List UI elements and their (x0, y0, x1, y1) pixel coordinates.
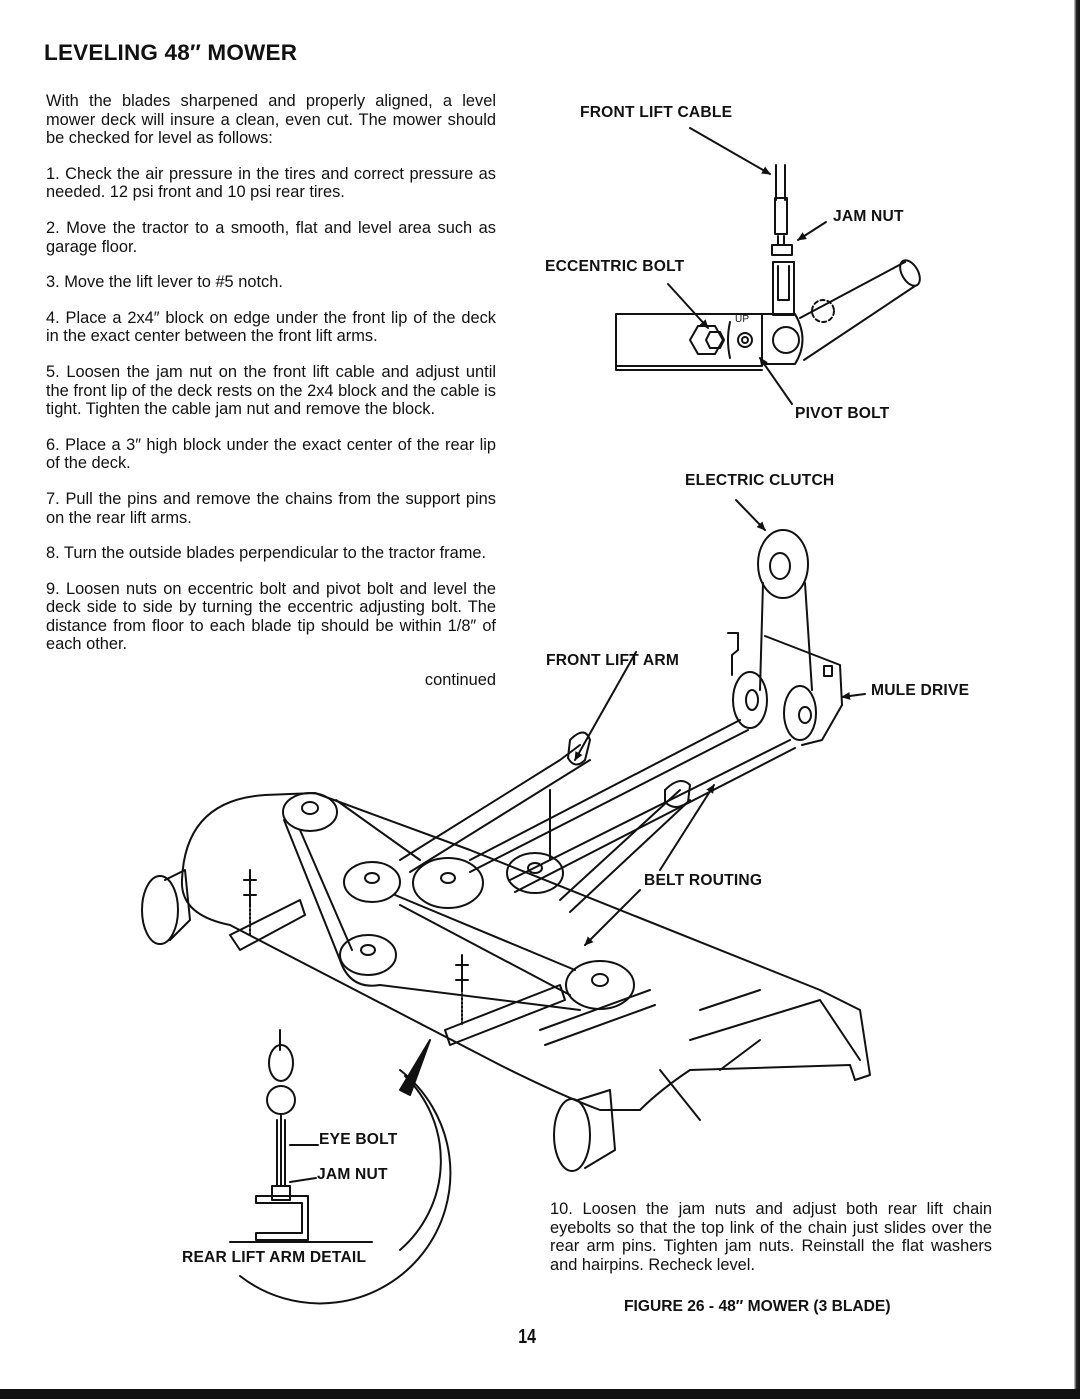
deck-pulley-center (413, 858, 483, 908)
clutch-belt (760, 583, 812, 690)
label-pivot-bolt: PIVOT BOLT (795, 405, 890, 422)
idler-pulley-lower (340, 935, 396, 975)
label-eye-bolt: EYE BOLT (319, 1131, 398, 1148)
front-lift-bracket-detail (616, 128, 924, 404)
label-eccentric-bolt: ECCENTRIC BOLT (545, 258, 685, 275)
rear-lift-arm-bracket (256, 1196, 308, 1240)
label-up-marker: UP (735, 314, 750, 325)
step-6: 6. Place a 3″ high block under the exact… (46, 435, 496, 473)
front-lift-arm-left (400, 745, 590, 872)
arrow-eccentric-bolt (668, 284, 708, 328)
pivot-bolt-head (773, 327, 799, 353)
rear-gauge-wheel (554, 1099, 590, 1171)
page-title: LEVELING 48″ MOWER (44, 40, 298, 65)
front-lift-arm-right (560, 790, 690, 912)
chain-link-eye (267, 1086, 295, 1114)
step-8: 8. Turn the outside blades perpendicular… (46, 544, 487, 563)
step-2: 2. Move the tractor to a smooth, flat an… (46, 218, 496, 256)
page-number: 14 (518, 1326, 537, 1348)
arrow-mule-drive (842, 691, 865, 700)
lift-cable (776, 165, 785, 200)
clevis-bracket (773, 262, 794, 315)
mower-belt (284, 800, 580, 1010)
chain-link-upper (269, 1045, 293, 1081)
rear-lift-arm-detail (230, 1030, 450, 1303)
detail-pointer (400, 1040, 430, 1095)
jam-nut-detail-hex (272, 1186, 290, 1200)
label-front-lift-cable: FRONT LIFT CABLE (580, 104, 733, 121)
arrow-jam-nut (798, 222, 826, 240)
idler-pulley-right (507, 853, 563, 893)
front-left-gauge-wheel (142, 876, 178, 944)
label-rear-lift-arm-detail: REAR LIFT ARM DETAIL (182, 1249, 367, 1266)
clutch-pulley (758, 530, 808, 598)
eye-bolt-shank (277, 1114, 285, 1186)
arrow-front-lift-cable (690, 128, 770, 174)
mule-drive-bracket (765, 636, 842, 745)
cable-sleeve (775, 198, 787, 234)
arrow-pivot-bolt (760, 358, 792, 404)
pivot-nut (738, 333, 752, 347)
intro-paragraph: With the blades sharpened and properly a… (46, 92, 496, 148)
label-mule-drive: MULE DRIVE (871, 682, 970, 699)
label-electric-clutch: ELECTRIC CLUTCH (685, 472, 835, 489)
figure-caption: FIGURE 26 - 48″ MOWER (3 BLADE) (624, 1298, 891, 1315)
rear-chain-left (244, 870, 256, 905)
continued-note: continued (424, 671, 496, 690)
step-9: 9. Loosen nuts on eccentric bolt and piv… (46, 579, 496, 654)
rear-chain-right (456, 955, 468, 990)
instructions-column: With the blades sharpened and properly a… (46, 92, 496, 707)
jam-nut-hex (772, 245, 792, 255)
deck-shell (182, 793, 870, 1110)
electric-clutch-assembly (728, 500, 865, 745)
arrow-electric-clutch (736, 500, 765, 530)
label-jam-nut: JAM NUT (833, 208, 904, 225)
mule-pulley-right (784, 686, 816, 740)
page-edge-right (1074, 0, 1080, 1390)
step-4: 4. Place a 2x4″ block on edge under the … (46, 308, 496, 346)
step-3: 3. Move the lift lever to #5 notch. (46, 273, 283, 292)
lift-arm-tube (800, 262, 915, 360)
page-edge-bottom (0, 1389, 1080, 1399)
arrow-front-lift-arm (575, 652, 636, 760)
step-1: 1. Check the air pressure in the tires a… (46, 164, 496, 202)
step-10: 10. Loosen the jam nuts and adjust both … (550, 1200, 992, 1274)
arrow-belt-routing-upper (660, 785, 714, 870)
step-7: 7. Pull the pins and remove the chains f… (46, 489, 496, 527)
label-front-lift-arm: FRONT LIFT ARM (546, 652, 680, 669)
idler-pulley-upper (344, 862, 400, 902)
detail-circle (240, 1070, 450, 1303)
arrow-belt-routing-lower (585, 890, 640, 945)
mower-deck (142, 790, 870, 1171)
label-belt-routing: BELT ROUTING (644, 872, 763, 889)
step-5: 5. Loosen the jam nut on the front lift … (46, 362, 496, 419)
deck-pulley-left (283, 793, 337, 831)
label-jam-nut-detail: JAM NUT (317, 1166, 388, 1183)
drive-belt-run (470, 720, 795, 892)
mule-pulley-left (733, 672, 767, 728)
jam-nut-leader (290, 1178, 316, 1182)
